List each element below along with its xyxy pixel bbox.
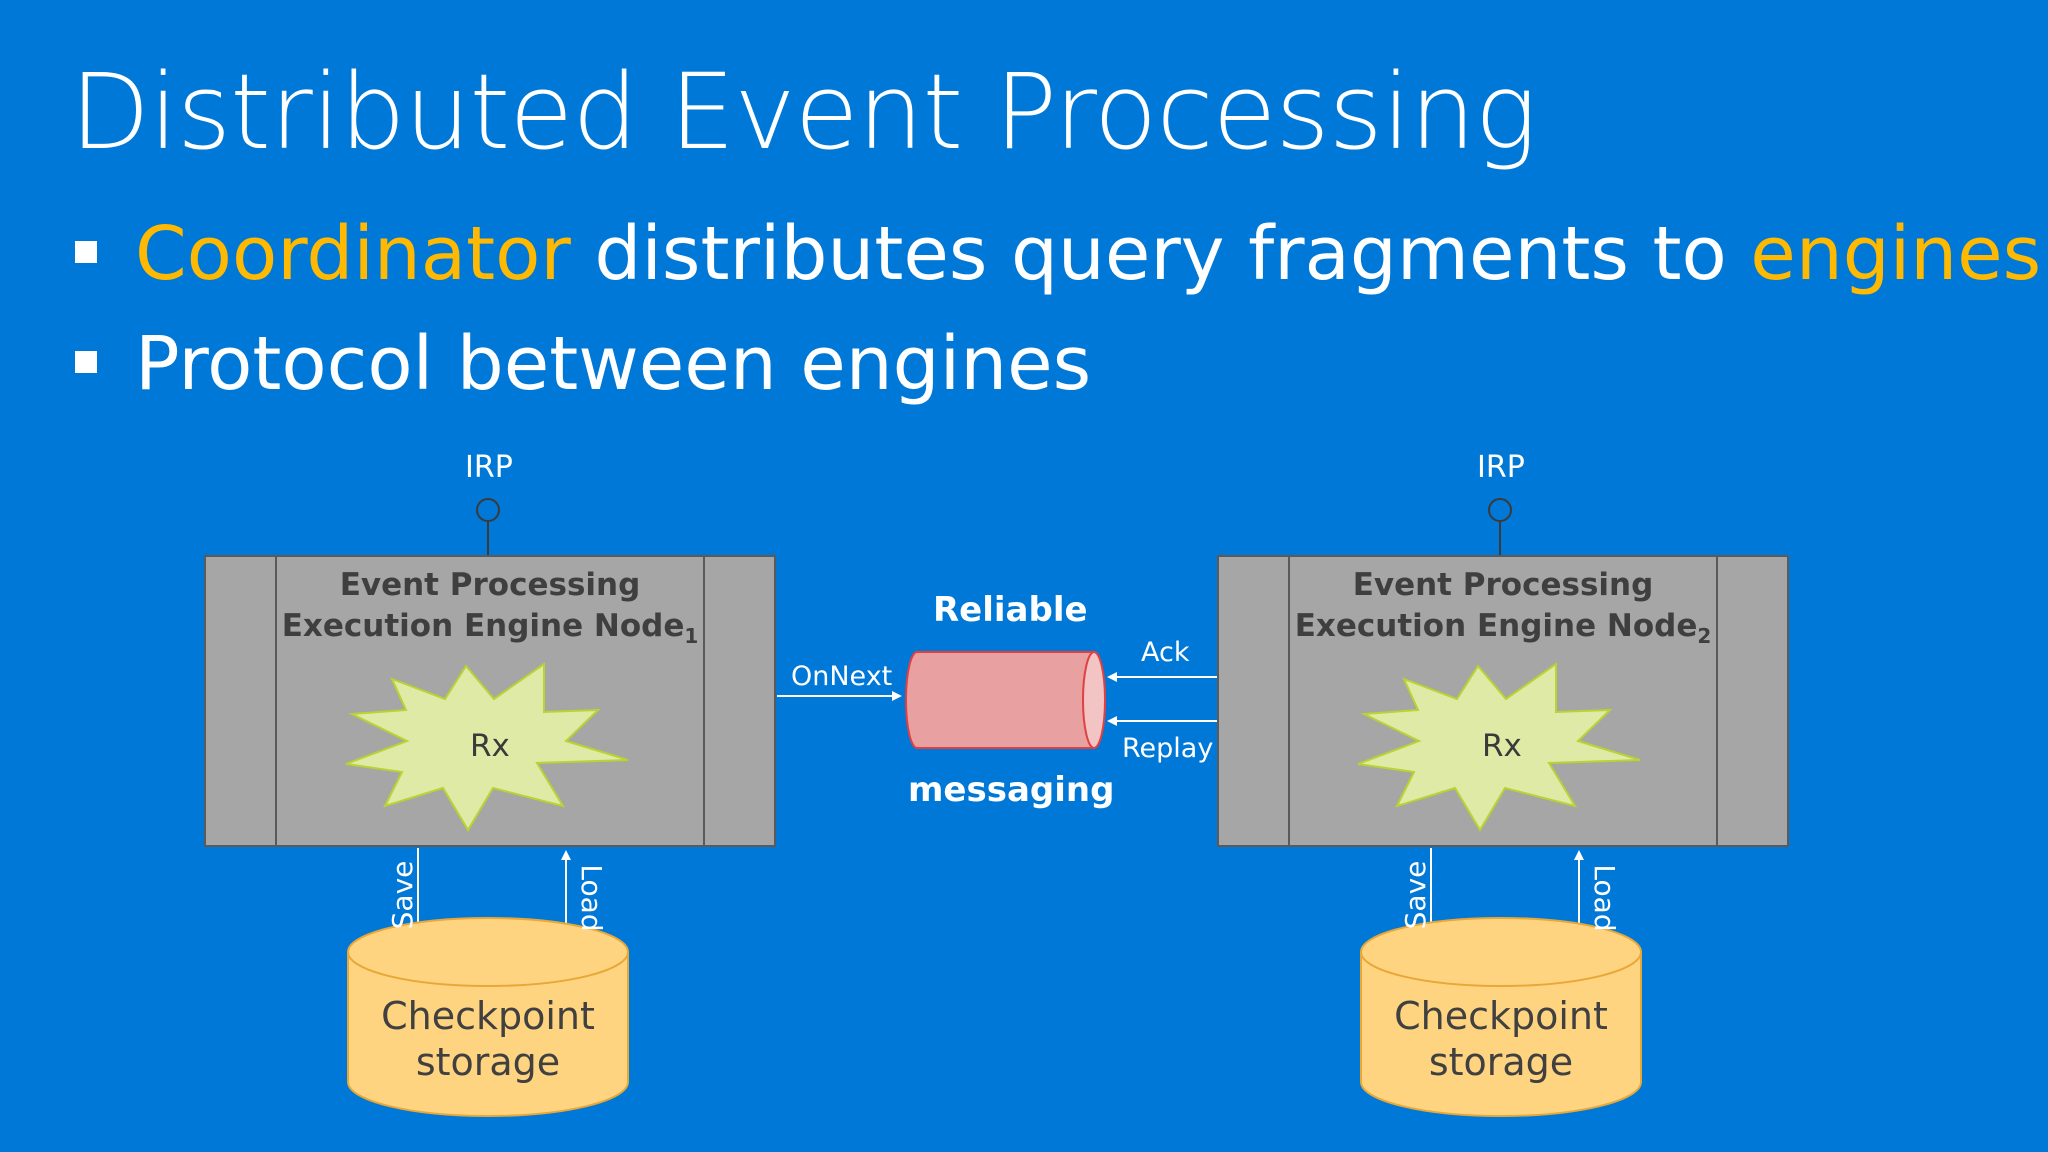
checkpoint-storage-2-label: Checkpoint storage [1394, 994, 1608, 1084]
bullet-1-accent-coordinator: Coordinator [135, 211, 571, 297]
irp-connector-1 [476, 498, 500, 556]
slide-title: Distributed Event Processing [70, 51, 1537, 173]
rx-starburst-1 [345, 662, 629, 832]
bullet-1-text: distributes query fragments to [570, 211, 1751, 297]
engine-node-2-title: Event Processing Execution Engine Node2 [1294, 567, 1712, 649]
engine-node-1-title: Event Processing Execution Engine Node1 [281, 567, 699, 649]
replay-label: Replay [1122, 733, 1214, 764]
messaging-pipe [905, 651, 1106, 749]
bullet-1: Coordinator distributes query fragments … [75, 210, 2041, 299]
rx-label-2: Rx [1482, 728, 1522, 764]
bullet-2-text: Protocol between engines [135, 321, 1092, 407]
checkpoint-storage-1 [347, 917, 629, 1117]
rx-starburst-2 [1357, 662, 1641, 832]
irp-label-2: IRP [1477, 450, 1525, 485]
bullet-2: Protocol between engines [75, 320, 1091, 409]
messaging-label-bottom: messaging [908, 770, 1115, 810]
ack-label: Ack [1141, 637, 1190, 668]
engine-node-2 [1217, 555, 1789, 847]
messaging-label-top: Reliable [933, 590, 1088, 630]
irp-label-1: IRP [465, 450, 513, 485]
save-label-1: Save [386, 861, 419, 930]
load-label-2: Load [1588, 864, 1621, 931]
engine-node-1 [204, 555, 776, 847]
rx-label-1: Rx [470, 728, 510, 764]
save-label-2: Save [1399, 861, 1432, 930]
bullet-1-accent-engines: engines [1750, 211, 2042, 297]
checkpoint-storage-1-label: Checkpoint storage [381, 994, 595, 1084]
onnext-label: OnNext [791, 661, 893, 692]
bullet-marker [75, 241, 97, 264]
checkpoint-storage-2 [1360, 917, 1642, 1117]
load-label-1: Load [575, 864, 608, 931]
bullet-marker [75, 351, 97, 374]
irp-connector-2 [1488, 498, 1512, 556]
